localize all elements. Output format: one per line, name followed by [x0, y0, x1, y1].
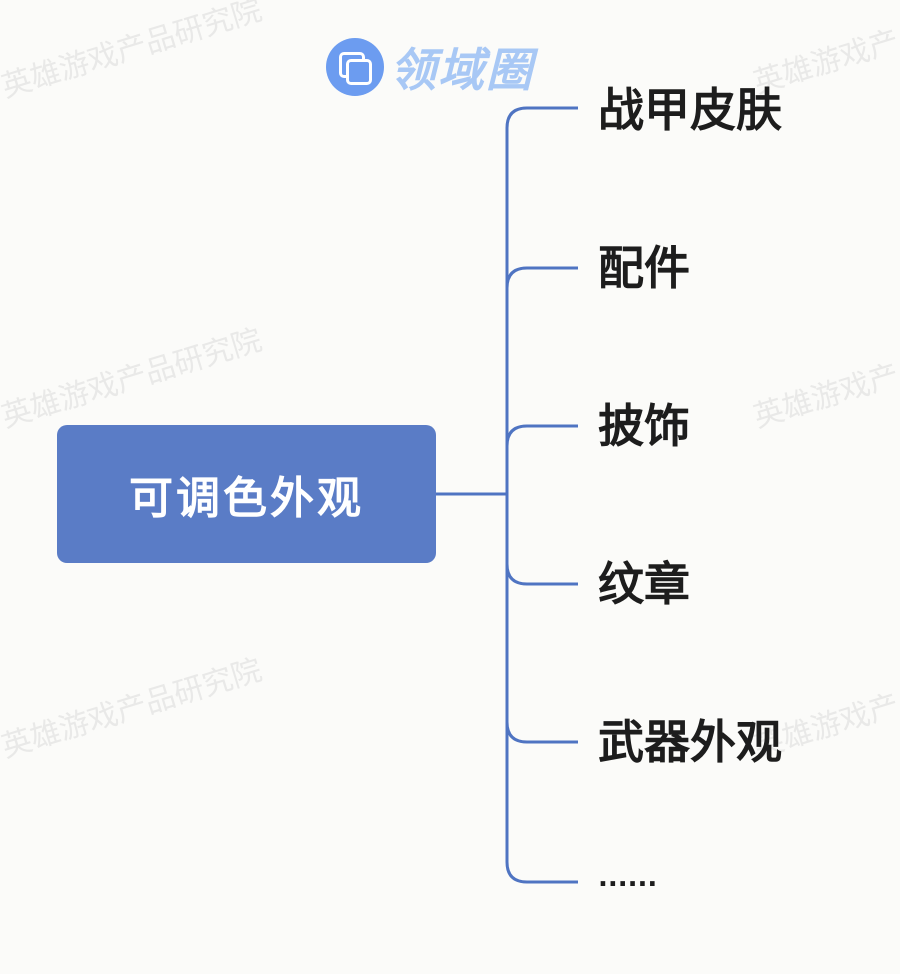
logo: 领域圈 — [326, 34, 534, 100]
branch-line — [505, 563, 578, 586]
branch-node: 纹章 — [598, 557, 690, 611]
branch-node: 战甲皮肤 — [598, 83, 782, 137]
branch-node: 配件 — [598, 241, 690, 295]
branch-line — [505, 266, 578, 289]
root-node: 可调色外观 — [57, 425, 436, 563]
branch-node-ellipsis: ...... — [598, 863, 658, 893]
branch-node: 披饰 — [598, 399, 690, 453]
overlapping-squares-icon — [326, 38, 384, 96]
branch-node: 武器外观 — [598, 715, 782, 769]
bracket-line — [505, 106, 578, 884]
branch-line — [505, 424, 578, 447]
branch-line — [505, 721, 578, 744]
logo-text: 领域圈 — [390, 43, 534, 97]
